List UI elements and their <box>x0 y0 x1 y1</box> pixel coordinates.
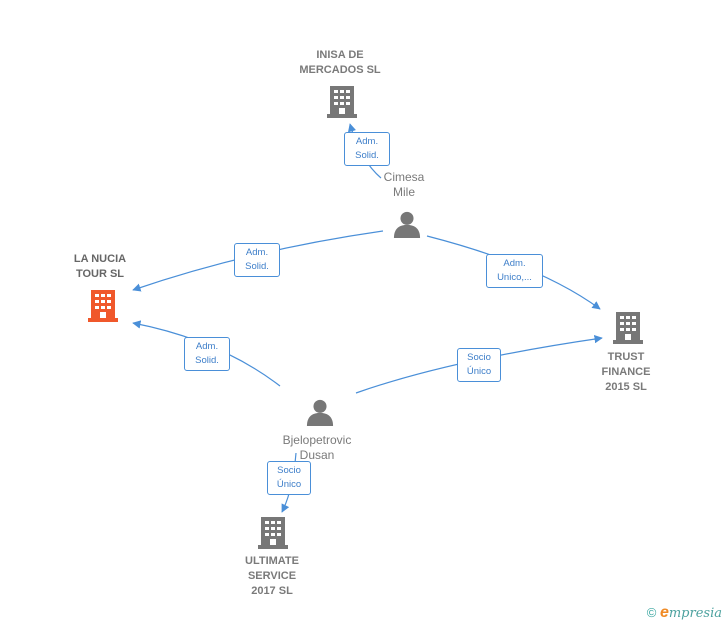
edge-label-cimesa-insa[interactable]: Adm. Solid. <box>344 132 390 166</box>
empresia-logo: © empresia <box>647 604 722 622</box>
label-line: Mile <box>392 185 415 199</box>
edge-label-line: Único <box>466 366 492 377</box>
edge-label-bjelo-lanucia[interactable]: Adm. Solid. <box>184 337 230 371</box>
label-line: INISA DE <box>316 49 364 61</box>
company-label-ultimate[interactable]: ULTIMATE SERVICE 2017 SL <box>232 554 312 599</box>
edge-label-line: Unico,... <box>497 272 532 283</box>
building-icon[interactable] <box>88 290 118 322</box>
person-label-cimesa[interactable]: Cimesa Mile <box>364 170 444 200</box>
building-icon[interactable] <box>327 86 357 118</box>
label-line: Cimesa <box>383 170 425 184</box>
label-line: MERCADOS SL <box>299 64 381 76</box>
edge-label-line: Adm. <box>195 341 219 352</box>
label-line: 2017 SL <box>251 585 293 597</box>
edge-label-bjelo-ultimate[interactable]: Socio Único <box>267 461 311 495</box>
company-label-trust[interactable]: TRUST FINANCE 2015 SL <box>586 350 666 395</box>
edge-label-line: Único <box>276 479 302 490</box>
label-line: Bjelopetrovic <box>282 433 352 447</box>
copyright-symbol: © <box>646 605 657 620</box>
label-line: SERVICE <box>247 570 297 582</box>
label-line: FINANCE <box>601 366 651 378</box>
brand-e: e <box>659 604 669 621</box>
label-line: TOUR SL <box>75 268 125 280</box>
edge-label-line: Adm. <box>355 136 379 147</box>
label-line: TRUST <box>607 351 645 363</box>
edge-label-bjelo-trust[interactable]: Socio Único <box>457 348 501 382</box>
edge-label-line: Solid. <box>245 261 269 272</box>
person-icon[interactable] <box>306 399 334 426</box>
edge-label-line: Socio <box>277 465 301 476</box>
edge-label-line: Solid. <box>195 355 219 366</box>
company-label-insa[interactable]: INISA DE MERCADOS SL <box>280 48 400 78</box>
label-line: LA NUCIA <box>73 253 127 265</box>
company-label-lanucia[interactable]: LA NUCIA TOUR SL <box>50 252 150 282</box>
label-line: Dusan <box>299 448 335 462</box>
person-icon[interactable] <box>393 211 421 238</box>
edge-label-cimesa-lanucia[interactable]: Adm. Solid. <box>234 243 280 277</box>
edge-label-line: Adm. <box>245 247 269 258</box>
building-icon[interactable] <box>258 517 288 549</box>
label-line: 2015 SL <box>605 381 647 393</box>
edge-label-line: Socio <box>467 352 491 363</box>
person-label-bjelo[interactable]: Bjelopetrovic Dusan <box>262 433 372 463</box>
edge-label-line: Solid. <box>355 150 379 161</box>
brand-name: mpresia <box>668 606 722 621</box>
edge-label-cimesa-trust[interactable]: Adm. Unico,... <box>486 254 543 288</box>
label-line: ULTIMATE <box>245 555 299 567</box>
building-icon[interactable] <box>613 312 643 344</box>
edge-label-line: Adm. <box>503 258 526 269</box>
